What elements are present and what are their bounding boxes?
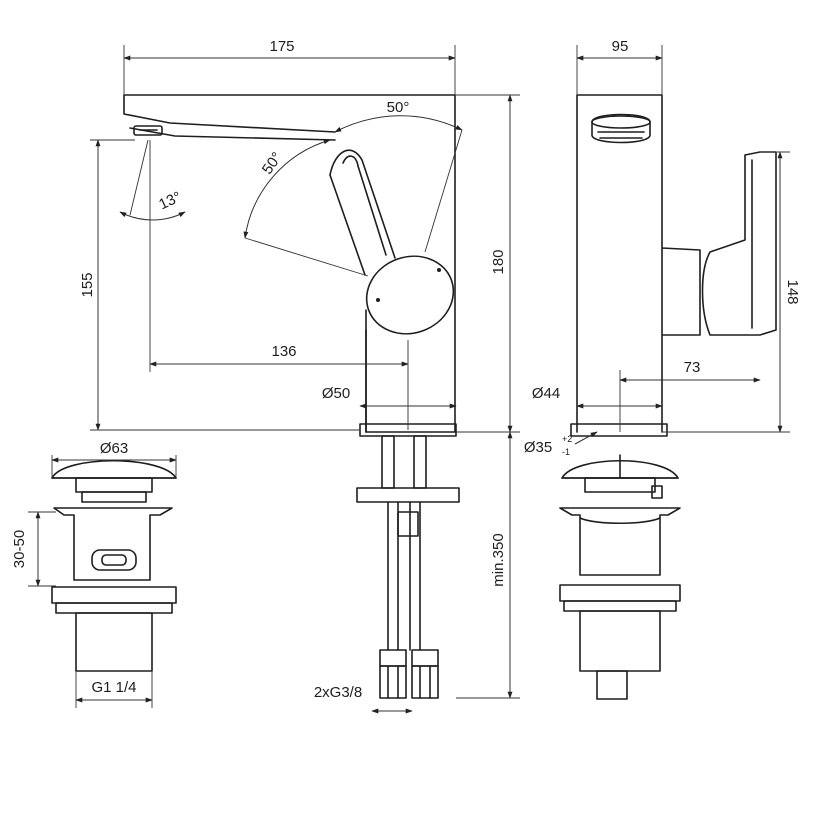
label-lever-angle-front: 50° bbox=[259, 149, 286, 177]
arc-lever-back bbox=[334, 115, 463, 133]
label-lever-reach: 73 bbox=[684, 359, 701, 376]
dim-line-hole-diameter bbox=[574, 431, 598, 445]
label-body-depth: 95 bbox=[612, 38, 629, 55]
label-hose-length: min.350 bbox=[490, 533, 507, 586]
label-hole-diameter: Ø35 bbox=[524, 439, 552, 456]
label-spray-angle: 13° bbox=[156, 188, 184, 213]
side-base-plate bbox=[570, 423, 668, 437]
dimension-lines bbox=[28, 45, 790, 714]
side-body-outline bbox=[576, 94, 701, 433]
label-outlet-height: 155 bbox=[79, 272, 96, 297]
dimension-labels: 175 95 180 155 136 50° 50° 13° Ø50 148 7… bbox=[11, 38, 801, 701]
mixer-side-view bbox=[559, 94, 777, 700]
arc-spray bbox=[119, 211, 186, 221]
label-base-diameter: Ø44 bbox=[532, 385, 560, 402]
label-lever-angle-back: 50° bbox=[387, 99, 410, 116]
label-waste-adjust-range: 30-50 bbox=[11, 530, 28, 568]
supply-hoses bbox=[356, 435, 460, 699]
mixer-front-view bbox=[123, 94, 460, 699]
label-waste-thread: G1 1/4 bbox=[91, 679, 136, 696]
label-outlet-reach: 136 bbox=[271, 343, 296, 360]
label-hose-thread: 2xG3/8 bbox=[314, 684, 362, 701]
lever-disc bbox=[365, 255, 455, 335]
label-lever-height: 148 bbox=[784, 279, 801, 304]
label-hole-tol-upper: +2 bbox=[562, 434, 572, 444]
lever-handle bbox=[329, 149, 396, 259]
left-waste-assembly bbox=[51, 460, 177, 672]
waste-overflow-slot bbox=[91, 549, 137, 571]
arc-lever-front bbox=[243, 139, 331, 239]
label-hole-tol-lower: -1 bbox=[562, 447, 570, 457]
spout-aerator bbox=[133, 125, 163, 136]
label-spout-length: 175 bbox=[269, 38, 294, 55]
side-aerator bbox=[591, 113, 651, 144]
label-waste-cap-diameter: Ø63 bbox=[100, 440, 128, 457]
side-lever bbox=[701, 151, 777, 336]
side-waste-assembly bbox=[559, 454, 681, 700]
label-total-height: 180 bbox=[490, 249, 507, 274]
label-body-diameter: Ø50 bbox=[322, 385, 350, 402]
